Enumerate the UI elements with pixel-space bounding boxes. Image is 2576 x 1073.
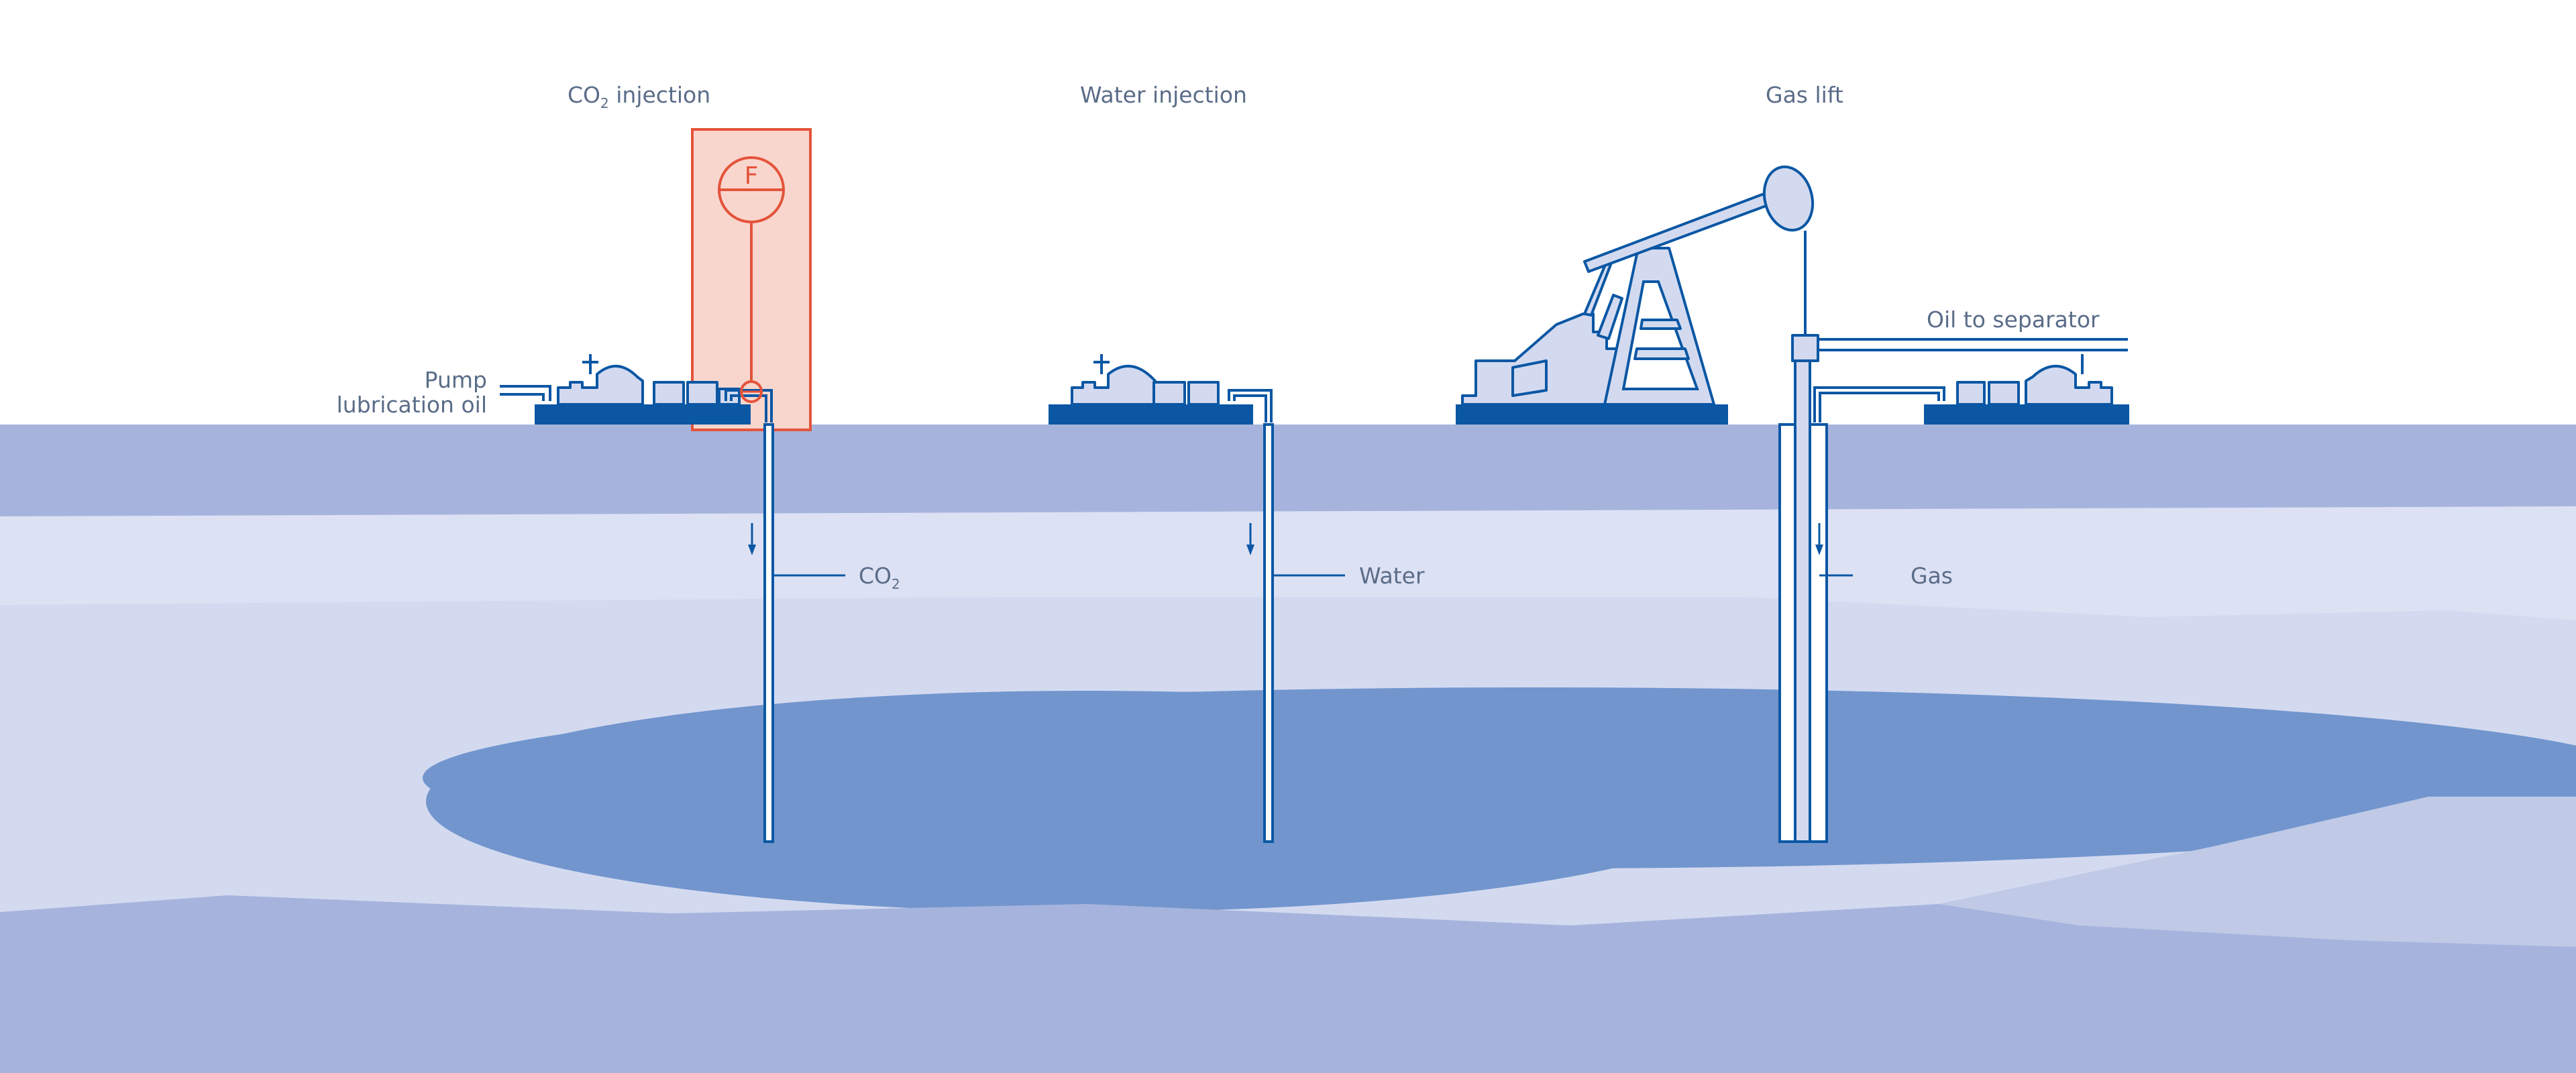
arrow-down-icon	[1815, 523, 1823, 555]
pump-skid-icon	[1049, 354, 1253, 425]
co2-injection-site: F	[500, 128, 845, 843]
gas-lift-title: Gas lift	[1766, 82, 1843, 108]
reservoir	[426, 691, 1748, 912]
pump-lubrication-label-line2: lubrication oil	[337, 392, 487, 418]
gas-lift-site	[1456, 165, 2129, 843]
pumpjack-base	[1456, 404, 1728, 425]
ground-layers	[0, 425, 2576, 1073]
pump-skid-icon	[535, 354, 751, 425]
ground-bottom-right	[1939, 797, 2576, 947]
flowmeter-icon: F	[718, 156, 785, 403]
flow-label-gas: Gas	[1911, 563, 1953, 589]
arrow-down-icon	[748, 523, 756, 555]
co2-injection-title: CO2 injection	[568, 82, 710, 111]
water-injection-site	[1049, 354, 1345, 843]
pumpjack-icon	[1456, 165, 1815, 425]
pump-skid-icon	[1924, 354, 2129, 425]
flowmeter-symbol: F	[745, 162, 759, 190]
lubrication-oil-line	[500, 385, 551, 401]
ground-bottom-layer	[0, 797, 2576, 1073]
skid-base	[1924, 404, 2129, 425]
flow-label-water: Water	[1359, 563, 1425, 589]
skid-base	[535, 404, 751, 425]
arrow-down-icon	[1246, 523, 1254, 555]
flow-label-co2: CO2	[859, 563, 900, 592]
water-injection-title: Water injection	[1080, 82, 1247, 108]
oil-to-separator-label: Oil to separator	[1927, 306, 2100, 333]
skid-base	[1049, 404, 1253, 425]
pump-lubrication-label-line1: Pump	[425, 367, 487, 393]
